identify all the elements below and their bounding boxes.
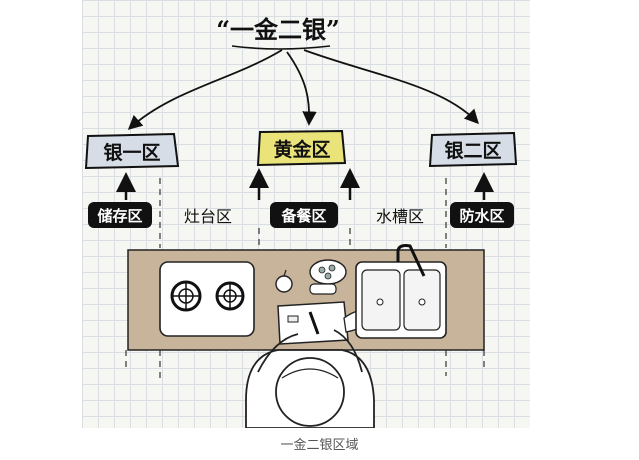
zone-gold-label: 黄金区 [273,138,330,161]
diagram-canvas: “一金二银” 银一区 黄金区 银二区 储存区 灶台区 备餐区 [84,15,518,428]
kitchen-diagram: “一金二银” 银一区 黄金区 银二区 储存区 灶台区 备餐区 [82,0,530,428]
area-sink-label: 水槽区 [376,207,424,226]
knife-icon [308,311,320,335]
title-underline [231,45,331,50]
burner-right-icon [215,281,245,311]
area-waste-label: 防水区 [459,207,504,225]
burner-left-icon [170,280,202,312]
zone-silver-one: 银一区 [84,132,180,170]
area-prep: 备餐区 [270,202,338,228]
area-prep-label: 备餐区 [280,207,326,225]
sink [355,244,447,339]
zone-silver-two: 银二区 [428,131,518,168]
zone-silver-one-label: 银一区 [103,141,160,164]
zone-silver-two-label: 银二区 [444,139,501,162]
arrow-to-silver-one [127,49,283,130]
area-storage-label: 储存区 [97,207,142,225]
zone-gold: 黄金区 [256,129,347,167]
dashed-dividers [125,178,485,380]
plate-icon [309,283,337,295]
diagram-title: “一金二银” [216,15,340,44]
apple-icon [275,275,293,293]
bowl-icon [309,259,347,285]
stove [159,261,255,337]
area-storage: 储存区 [88,202,152,228]
arrow-to-silver-two [303,49,479,125]
right-arm [333,329,363,373]
left-arm [257,333,299,373]
area-waste: 防水区 [450,202,514,228]
area-stove-label: 灶台区 [184,207,232,226]
person-figure [245,329,375,428]
arrow-to-gold [286,51,317,126]
figure-caption: 一金二银区域 [280,438,359,453]
person-head [275,357,345,427]
faucet-icon [396,244,426,277]
